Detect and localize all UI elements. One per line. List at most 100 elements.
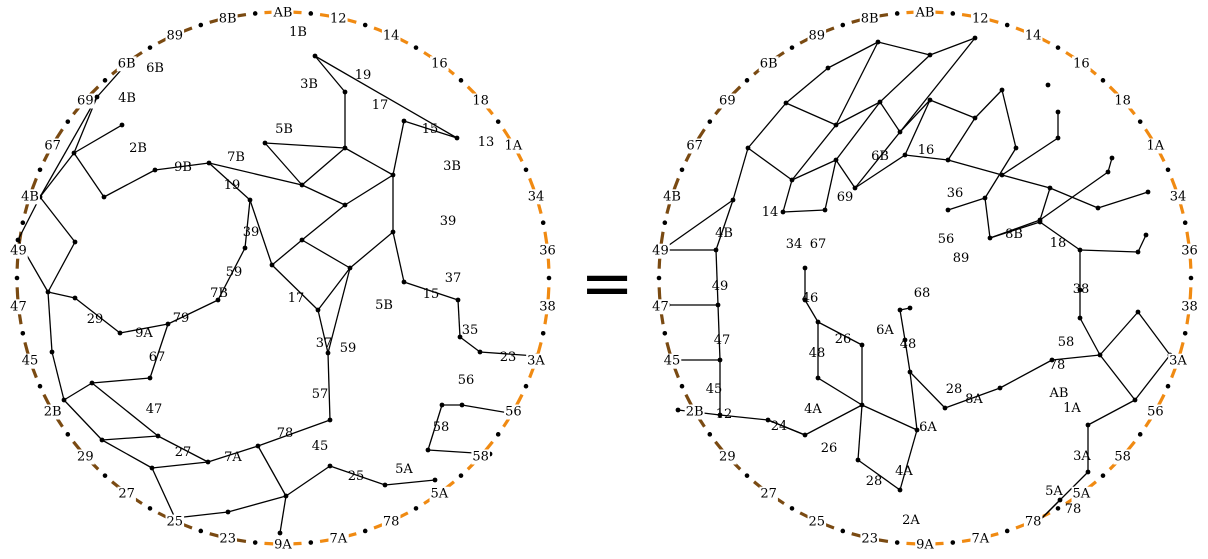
- right-boundary-label: 2B: [686, 405, 704, 420]
- right-node: [1145, 189, 1151, 195]
- right-boundary-node: [894, 11, 900, 16]
- right-node-label: 68: [914, 286, 931, 301]
- right-edge: [1137, 311, 1171, 356]
- left-node: [390, 229, 396, 235]
- left-node: [390, 172, 396, 178]
- left-node: [205, 459, 211, 465]
- left-boundary-node: [308, 540, 314, 545]
- right-edge: [944, 387, 1001, 409]
- right-boundary-label: 56: [1147, 405, 1164, 420]
- left-boundary-label: 49: [10, 244, 27, 259]
- right-boundary-label: 16: [1073, 56, 1090, 71]
- right-edge: [817, 321, 863, 346]
- left-edge: [264, 142, 303, 186]
- right-boundary-node: [1137, 119, 1143, 124]
- left-node: [315, 307, 321, 313]
- right-node: [1013, 145, 1019, 151]
- left-node-label: 67: [149, 350, 166, 365]
- right-boundary-label: 23: [861, 532, 878, 547]
- left-node: [439, 402, 445, 408]
- right-node: [1143, 232, 1149, 238]
- left-node-label: 37: [316, 336, 333, 351]
- left-node-label: 58: [433, 420, 450, 435]
- left-node: [459, 402, 465, 408]
- right-boundary-label: 78: [1025, 515, 1042, 530]
- left-boundary-label: 16: [431, 56, 448, 71]
- left-boundary-label: 9A: [274, 538, 292, 553]
- right-node: [852, 185, 858, 191]
- left-boundary-node: [198, 528, 204, 534]
- right-edge: [947, 159, 1003, 176]
- left-edge: [285, 465, 331, 497]
- left-label-backdrop: [538, 243, 557, 259]
- left-node-label: 78: [277, 426, 294, 441]
- left-edge: [207, 445, 259, 463]
- left-boundary-label: 8B: [219, 11, 237, 26]
- left-edge: [73, 124, 123, 154]
- right-edge: [1001, 89, 1017, 149]
- right-node-label: 16: [918, 143, 935, 158]
- right-edge: [782, 179, 793, 213]
- right-boundary-node: [1055, 506, 1061, 511]
- left-edge: [271, 239, 303, 266]
- right-edge: [1079, 317, 1101, 356]
- right-edge: [999, 359, 1053, 389]
- left-boundary-node: [147, 45, 153, 50]
- right-edge: [835, 101, 881, 126]
- left-edge: [349, 231, 394, 269]
- right-boundary-node: [1100, 473, 1106, 478]
- right-label-backdrop: [685, 138, 704, 154]
- right-node: [945, 207, 951, 213]
- right-label-backdrop: [1146, 404, 1165, 420]
- left-node-label: 17: [288, 291, 305, 306]
- right-node-label: 14: [762, 205, 779, 220]
- right-edge: [817, 377, 863, 406]
- right-boundary-label: 6B: [760, 56, 778, 71]
- right-node: [1097, 352, 1103, 358]
- right-boundary-node: [656, 275, 662, 281]
- left-label-backdrop: [165, 28, 185, 44]
- right-node-label: 26: [821, 441, 838, 456]
- right-edge: [1099, 311, 1139, 356]
- left-node: [382, 482, 388, 488]
- right-boundary-label: 12: [972, 11, 989, 26]
- right-node: [982, 195, 988, 201]
- left-node: [457, 334, 463, 340]
- left-boundary-node: [362, 22, 368, 28]
- left-node-label: 19: [224, 178, 241, 193]
- left-node-label: 39: [243, 225, 260, 240]
- right-node-label: 6A: [919, 420, 937, 435]
- right-edge: [1039, 221, 1081, 251]
- right-node-label: 8A: [965, 392, 983, 407]
- left-node: [347, 265, 353, 271]
- right-boundary-label: 7A: [971, 532, 989, 547]
- left-boundary-node: [495, 119, 501, 124]
- right-boundary-node: [950, 11, 956, 16]
- right-edge: [1079, 249, 1139, 253]
- left-boundary-label: 4B: [21, 189, 39, 204]
- right-boundary-node: [744, 78, 750, 83]
- right-node-label: 26: [835, 332, 852, 347]
- left-node-label: 5B: [275, 122, 293, 137]
- right-label-backdrop: [859, 11, 880, 27]
- left-label-backdrop: [271, 5, 294, 21]
- right-label-backdrop: [718, 449, 737, 465]
- left-boundary-node: [308, 11, 314, 16]
- right-node-label: 78: [1065, 502, 1082, 517]
- right-node: [999, 87, 1005, 93]
- left-edge: [249, 199, 273, 266]
- right-boundary-node: [662, 220, 668, 225]
- left-edge: [264, 142, 346, 149]
- right-boundary-label: 4B: [663, 189, 681, 204]
- right-boundary-label: 25: [809, 515, 826, 530]
- left-edge: [47, 291, 76, 299]
- right-node: [745, 145, 751, 151]
- left-boundary-node: [252, 11, 258, 16]
- left-edge: [51, 351, 65, 401]
- right-edge: [1107, 157, 1113, 173]
- right-node: [1055, 135, 1061, 141]
- left-node: [325, 350, 331, 356]
- right-node-label: 48: [900, 337, 917, 352]
- left-label-backdrop: [381, 28, 401, 44]
- right-edge: [1097, 191, 1149, 209]
